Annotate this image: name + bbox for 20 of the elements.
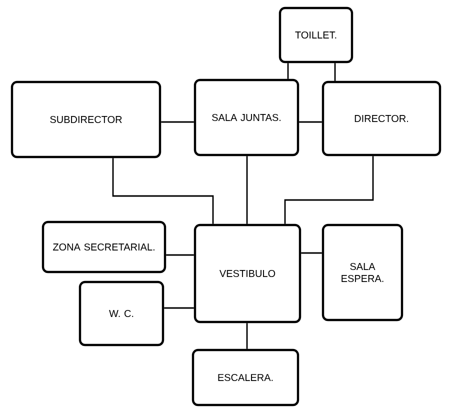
- connector-line: [161, 121, 194, 123]
- connector-line: [112, 158, 214, 224]
- room-box: ESCALERA.: [192, 348, 300, 406]
- room-box: W. C.: [78, 280, 164, 346]
- room-box: TOILLET.: [278, 6, 354, 64]
- room-box: SUBDIRECTOR: [10, 80, 162, 158]
- connector-line: [164, 307, 194, 309]
- connector-line: [284, 156, 374, 224]
- room-box: ZONA SECRETARIAL.: [42, 220, 166, 274]
- connector-line: [166, 254, 194, 256]
- connector-line: [299, 121, 322, 123]
- room-box: SALA JUNTAS.: [194, 78, 300, 156]
- connector-line: [246, 323, 248, 349]
- room-box: DIRECTOR.: [322, 80, 442, 156]
- connector-line: [334, 63, 336, 81]
- room-box: SALA ESPERA.: [322, 224, 404, 322]
- connector-line: [246, 156, 248, 224]
- connector-line: [287, 63, 289, 79]
- room-box: VESTIBULO: [194, 224, 302, 324]
- connector-line: [301, 252, 322, 254]
